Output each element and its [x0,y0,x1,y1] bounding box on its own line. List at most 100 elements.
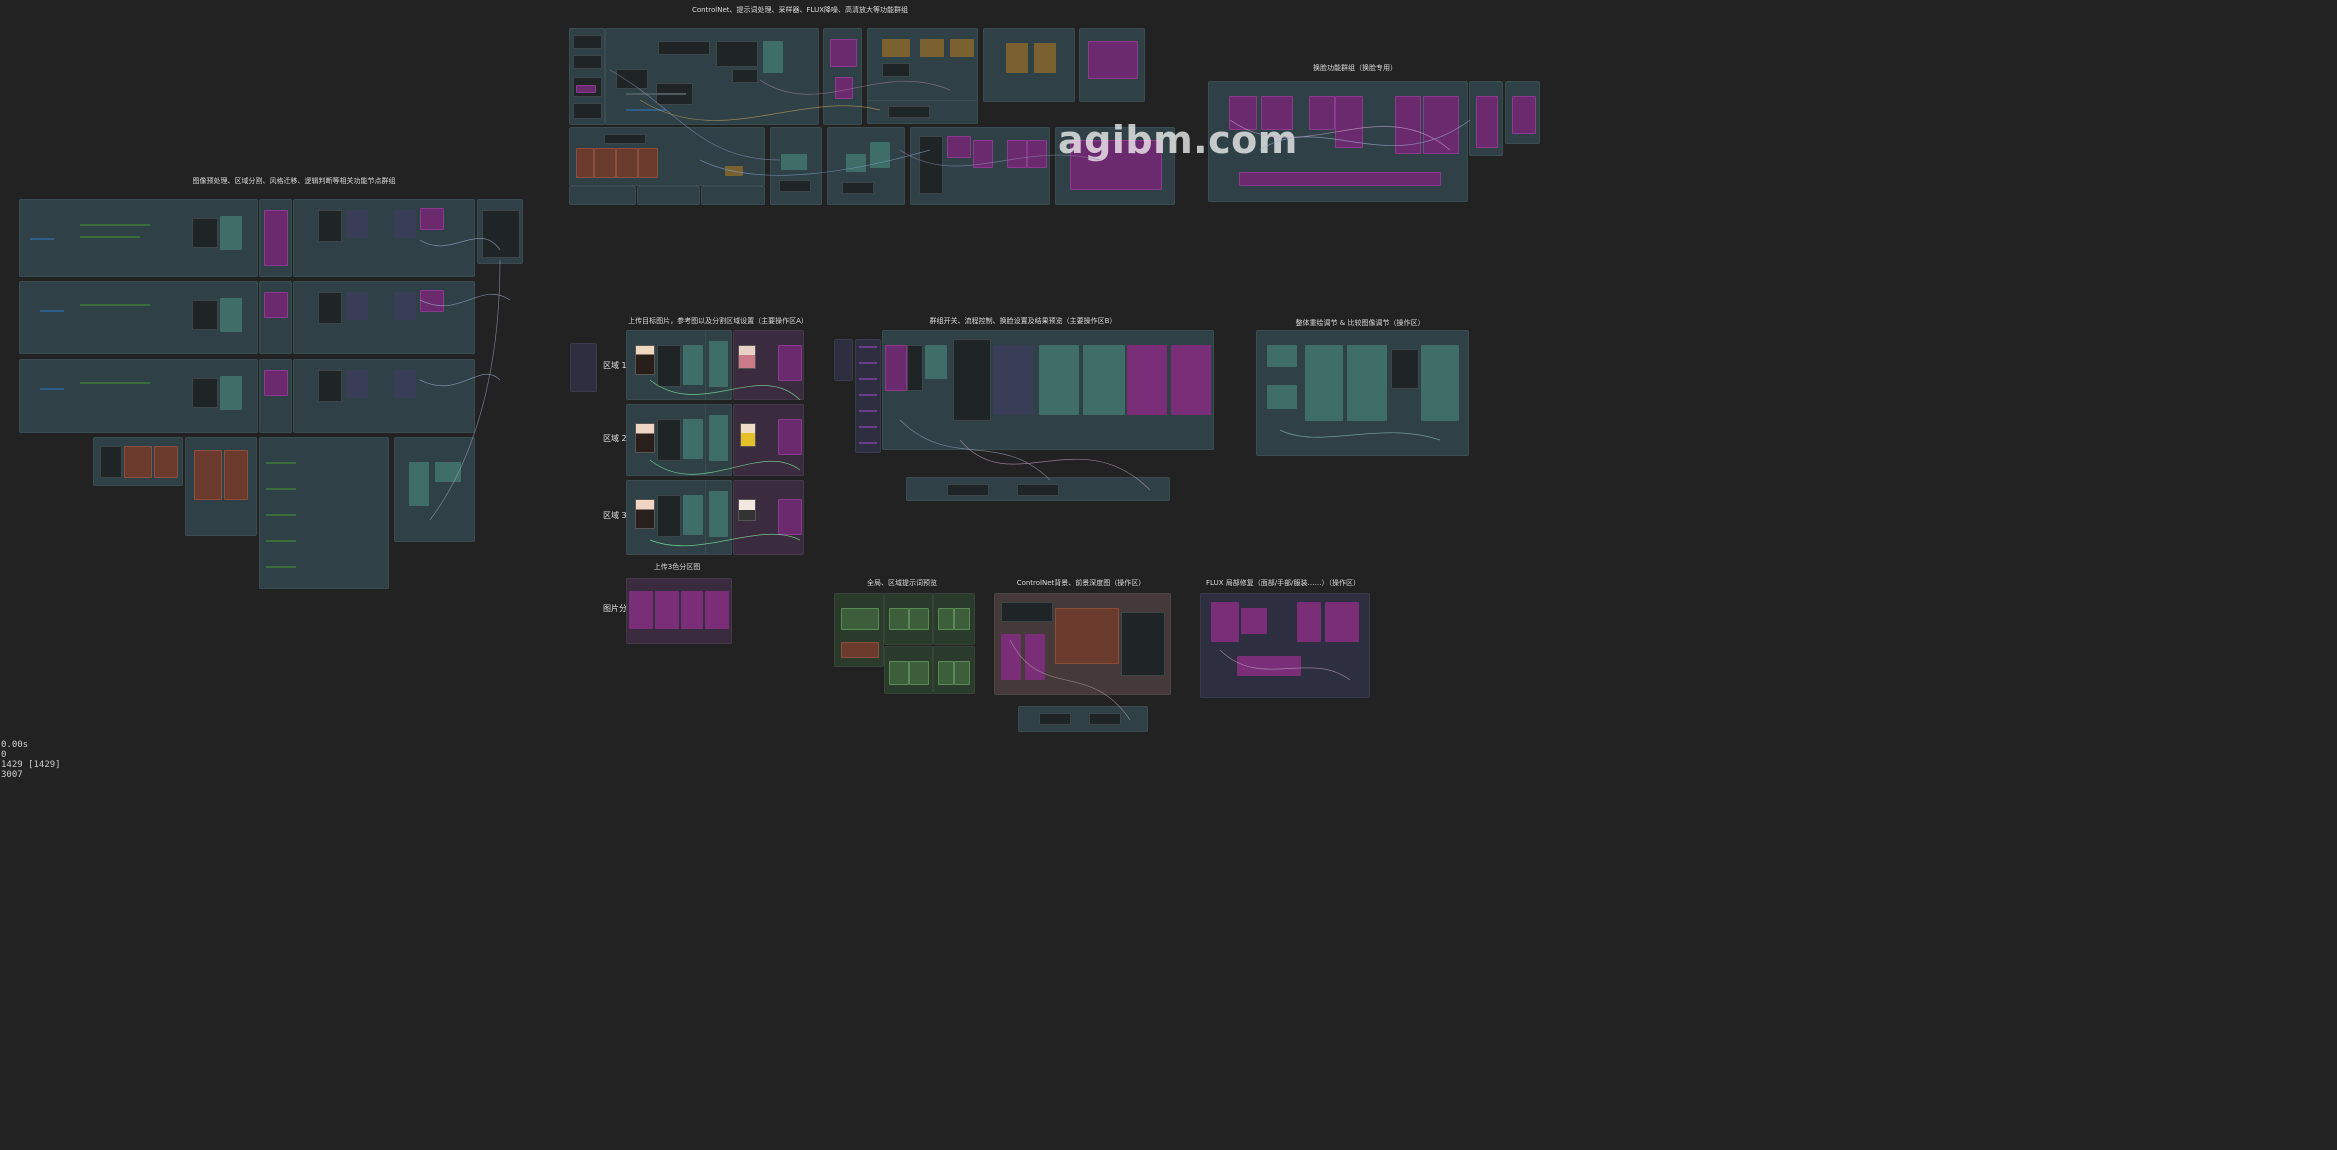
node[interactable] [709,341,728,387]
group-box-controlnet-bg[interactable] [994,593,1171,695]
group-box-face-side-2[interactable] [1505,81,1540,144]
node[interactable] [1001,634,1021,680]
group-box-region-1-a2[interactable] [705,330,732,400]
node[interactable] [683,495,703,535]
group-box-partition[interactable] [626,578,732,644]
group-box-preprocess-2c[interactable] [293,281,475,354]
group-box-top-left-stack[interactable] [569,28,605,125]
node[interactable] [1305,345,1343,421]
group-box-preprocess-2[interactable] [19,281,258,354]
group-box-region-3-b[interactable] [733,480,804,555]
node[interactable] [346,292,368,320]
node[interactable] [657,345,681,387]
region-3-photo[interactable] [635,499,655,529]
group-box-purple-stack[interactable] [910,127,1050,205]
node[interactable] [938,608,954,630]
region-2-ref-photo[interactable] [740,423,756,447]
group-box-face-side-1[interactable] [1469,81,1503,156]
node[interactable] [576,85,596,93]
node[interactable] [1070,140,1162,190]
node[interactable] [594,148,616,178]
node[interactable] [909,661,929,685]
node[interactable] [638,148,658,178]
node[interactable] [435,462,461,482]
node[interactable] [1089,713,1121,725]
node[interactable] [1083,345,1125,415]
group-box-controlnet-bg-bottom[interactable] [1018,706,1148,732]
node[interactable] [409,462,429,506]
node[interactable] [919,136,943,194]
node[interactable] [841,642,879,658]
group-box-preprocess-3b[interactable] [259,359,292,433]
group-box-brown-columns[interactable] [569,127,765,186]
node[interactable] [830,39,857,67]
node[interactable] [124,446,152,478]
node[interactable] [1025,634,1045,680]
node[interactable] [870,142,890,168]
group-box-preprocess-3c[interactable] [293,359,475,433]
group-box-region-2-a2[interactable] [705,404,732,476]
group-box-preprocess-compare[interactable] [394,437,475,542]
node[interactable] [888,106,930,118]
node[interactable] [716,41,758,67]
node[interactable] [1267,345,1297,367]
node[interactable] [318,292,342,324]
node[interactable] [1297,602,1321,642]
group-box-global-prompt-2[interactable] [884,593,933,645]
group-box-teal-pair[interactable] [827,127,905,205]
group-box-bottom-3[interactable] [701,186,765,205]
node[interactable] [1027,140,1047,168]
node[interactable] [616,69,648,89]
node[interactable] [194,450,222,500]
group-box-flux-repair[interactable] [1200,593,1370,698]
node[interactable] [835,77,853,99]
node[interactable] [1241,608,1267,634]
node[interactable] [885,345,907,391]
node[interactable] [420,290,444,312]
node[interactable] [192,300,218,330]
node[interactable] [842,182,874,194]
node[interactable] [973,140,993,168]
node[interactable] [993,345,1033,415]
node[interactable] [657,419,681,461]
group-box-preprocess-1[interactable] [19,199,258,277]
node[interactable] [346,370,368,398]
group-box-preprocess-1c[interactable] [293,199,475,277]
node[interactable] [394,210,416,238]
node[interactable] [778,345,802,381]
node[interactable] [629,591,653,629]
node[interactable] [154,446,178,478]
group-box-preprocess-brown[interactable] [93,437,183,486]
node[interactable] [1007,140,1027,168]
group-box-switch-list[interactable] [855,339,881,453]
node[interactable] [1055,608,1119,664]
group-box-preprocess-side[interactable] [477,199,523,264]
node[interactable] [732,69,758,83]
node[interactable] [1001,602,1053,622]
node[interactable] [907,345,923,391]
group-box-preprocess-1b[interactable] [259,199,292,277]
node[interactable] [683,345,703,385]
node[interactable] [1335,96,1363,148]
node[interactable] [420,208,444,230]
group-box-preprocess-3[interactable] [19,359,258,433]
node[interactable] [1034,43,1056,73]
region-1-photo[interactable] [635,345,655,375]
node[interactable] [220,376,242,410]
node[interactable] [1395,96,1421,154]
node[interactable] [1239,172,1441,186]
node[interactable] [947,484,989,496]
node[interactable] [953,339,991,421]
group-box-bottom-1[interactable] [569,186,636,205]
node[interactable] [1267,385,1297,409]
node[interactable] [604,134,646,144]
node[interactable] [1325,602,1359,642]
group-box-region-3-a2[interactable] [705,480,732,555]
node[interactable] [394,370,416,398]
node[interactable] [573,103,602,119]
node[interactable] [681,591,703,629]
node[interactable] [909,608,929,630]
node[interactable] [1421,345,1459,421]
group-box-preprocess-brown2[interactable] [185,437,257,536]
node[interactable] [655,591,679,629]
